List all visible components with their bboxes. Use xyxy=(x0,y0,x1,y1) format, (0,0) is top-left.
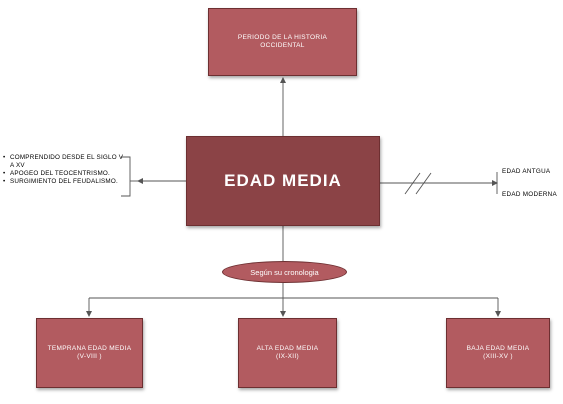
early-middle-ages-range: (V-VIII ) xyxy=(77,353,102,360)
chronology-label: Según su cronologia xyxy=(250,267,319,277)
chronology-ellipse: Según su cronologia xyxy=(222,261,347,283)
high-middle-ages-range: (IX-XII) xyxy=(276,353,299,360)
historical-period-line-2: OCCIDENTAL xyxy=(260,42,305,49)
high-middle-ages-box: ALTA EDAD MEDIA (IX-XII) xyxy=(238,318,337,388)
high-middle-ages-name: ALTA EDAD MEDIA xyxy=(256,344,319,352)
middle-ages-box: EDAD MEDIA xyxy=(186,136,380,226)
historical-period-box: PERIODO DE LA HISTORIA OCCIDENTAL xyxy=(208,8,357,76)
characteristic-item: APOGEO DEL TEOCENTRISMO. xyxy=(3,170,128,178)
characteristics-list: COMPRENDIDO DESDE EL SIGLO V A XV APOGEO… xyxy=(0,154,128,185)
middle-ages-title: EDAD MEDIA xyxy=(224,171,342,190)
early-middle-ages-name: TEMPRANA EDAD MEDIA xyxy=(47,344,132,352)
early-middle-ages-box: TEMPRANA EDAD MEDIA (V-VIII ) xyxy=(36,318,143,388)
late-middle-ages-range: (XIII-XV ) xyxy=(483,353,513,360)
late-middle-ages-name: BAJA EDAD MEDIA xyxy=(466,344,530,352)
break-slash-1 xyxy=(404,172,421,195)
break-slash-2 xyxy=(415,172,432,195)
historical-period-line-1: PERIODO DE LA HISTORIA xyxy=(237,33,328,41)
characteristic-item: SURGIMIENTO DEL FEUDALISMO. xyxy=(3,178,128,186)
ancient-age-label: EDAD ANTGUA xyxy=(502,168,551,175)
modern-age-label: EDAD MODERNA xyxy=(502,191,558,198)
late-middle-ages-box: BAJA EDAD MEDIA (XIII-XV ) xyxy=(446,318,550,388)
characteristic-item: COMPRENDIDO DESDE EL SIGLO V A XV xyxy=(3,154,128,170)
